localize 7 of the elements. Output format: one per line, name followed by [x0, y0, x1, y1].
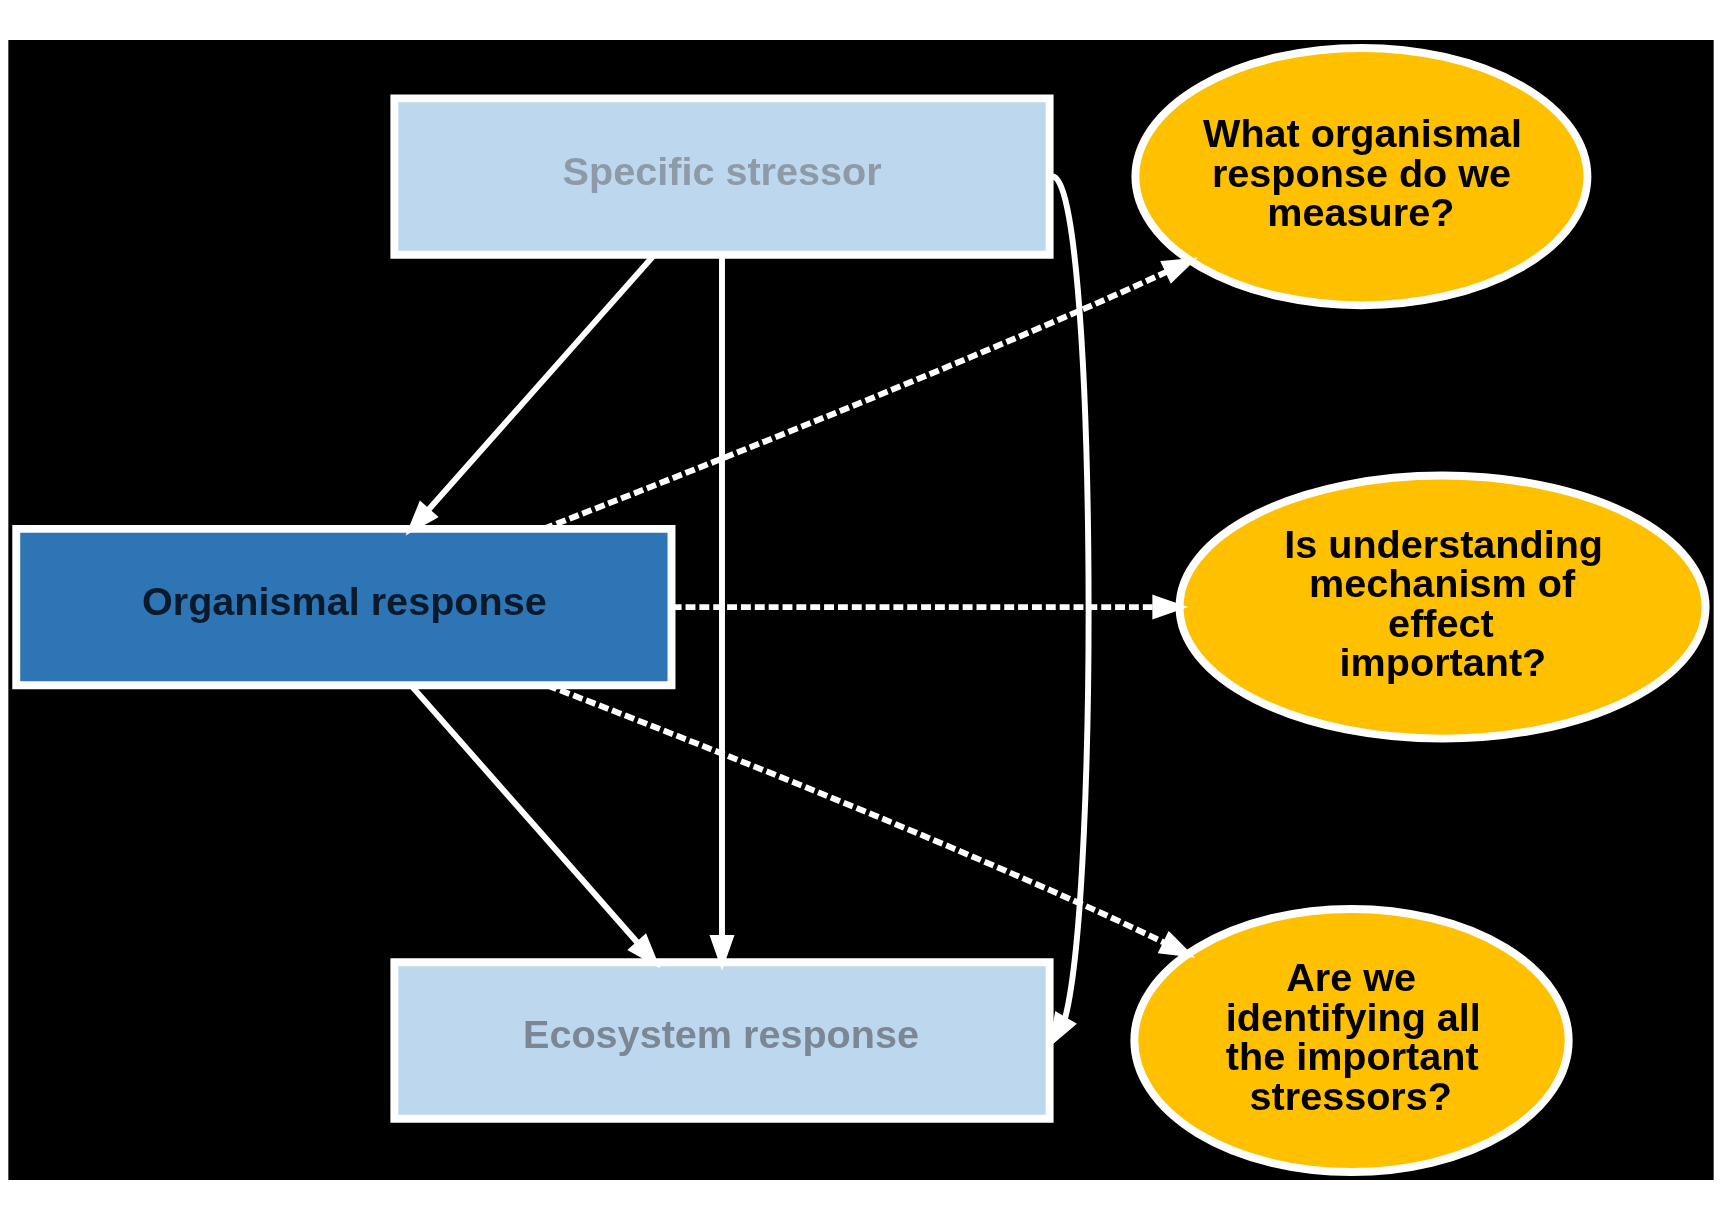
node-ellipse: What organismal response do we measure?: [1131, 43, 1592, 309]
node-ellipse: Are we identifying all the important stressors?: [1130, 904, 1573, 1176]
node-ellipse: Is understanding mechanism of effect important?: [1175, 471, 1710, 743]
node-box: Ecosystem response: [390, 957, 1054, 1123]
node-box: Specific stressor: [390, 93, 1054, 259]
arrow: [546, 682, 1196, 958]
node-box: Organismal response: [12, 524, 676, 689]
